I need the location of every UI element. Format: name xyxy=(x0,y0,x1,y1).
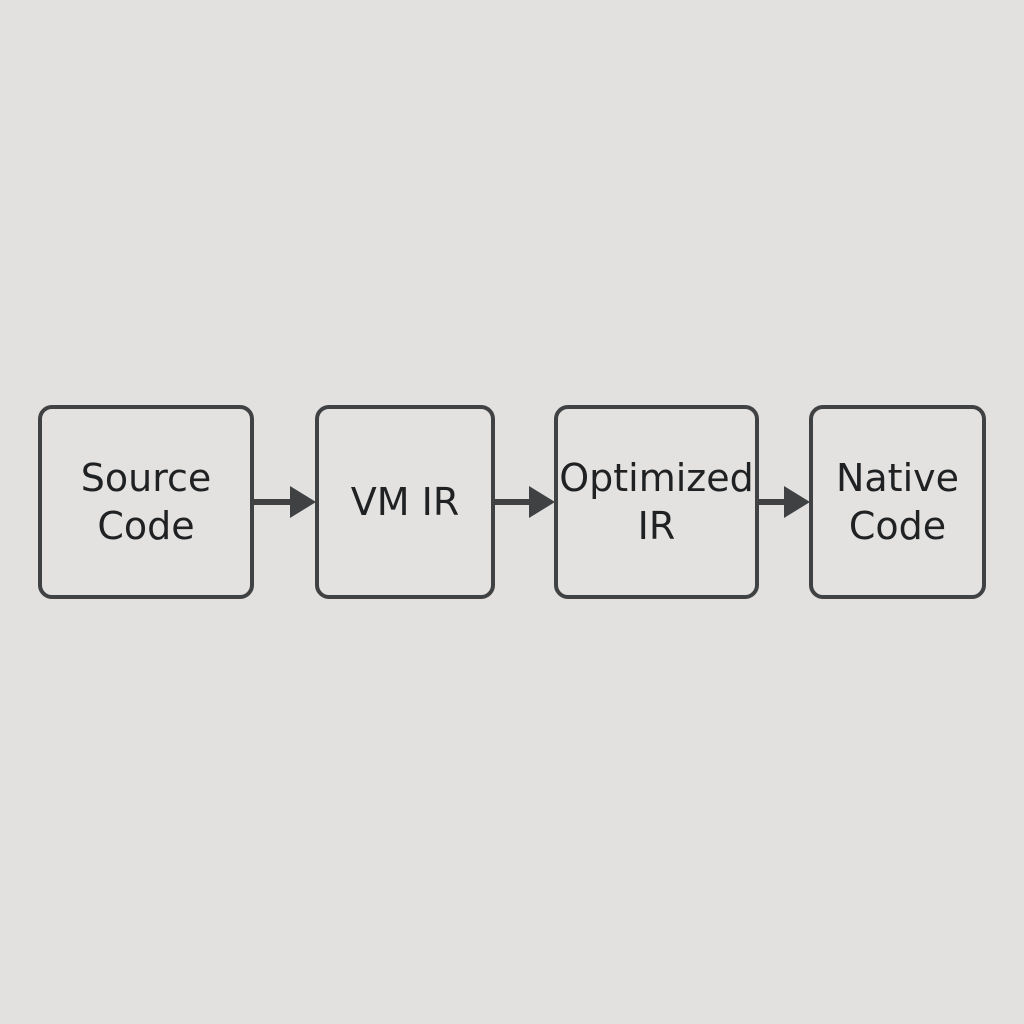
node-label: Source Code xyxy=(80,456,212,548)
edge-vm-ir-to-optimized-ir xyxy=(495,486,555,518)
node-native-code: Native Code xyxy=(809,405,986,599)
arrowhead-icon xyxy=(290,486,316,518)
edge-optimized-ir-to-native-code xyxy=(759,486,810,518)
arrowhead-icon xyxy=(529,486,555,518)
node-label: VM IR xyxy=(350,480,460,524)
node-vm-ir: VM IR xyxy=(315,405,495,599)
node-source-code: Source Code xyxy=(38,405,254,599)
node-optimized-ir: Optimized IR xyxy=(554,405,759,599)
node-label: Optimized IR xyxy=(559,456,754,548)
arrowhead-icon xyxy=(784,486,810,518)
node-label: Native Code xyxy=(835,456,960,548)
edge-source-to-vm-ir xyxy=(254,486,316,518)
